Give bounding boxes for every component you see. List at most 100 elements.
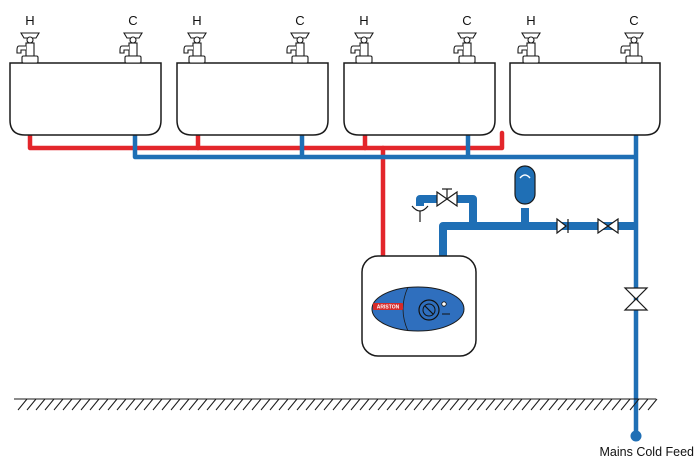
ground-hatch-line xyxy=(251,398,262,411)
basin-2 xyxy=(176,62,329,136)
tap-hot-2-icon xyxy=(183,32,207,64)
ground-hatch-line xyxy=(44,398,55,411)
ground-hatch-line xyxy=(521,398,532,411)
ground-hatch-line xyxy=(476,398,487,411)
ground-hatch-line xyxy=(440,398,451,411)
ground-hatch-line xyxy=(161,398,172,411)
mains-feed-point xyxy=(630,430,642,442)
ground-hatch-line xyxy=(377,398,388,411)
tap-label-cold-3: C xyxy=(462,13,471,28)
isolation-valve-icon xyxy=(597,217,619,235)
tap-label-hot-4: H xyxy=(526,13,535,28)
ground-hatch-line xyxy=(179,398,190,411)
ground-hatch-line xyxy=(314,398,325,411)
heater-brand-logo: ARISTON xyxy=(373,303,403,311)
ground-hatch-line xyxy=(341,398,352,411)
tundish-icon xyxy=(411,205,429,222)
ground-hatch-line xyxy=(647,398,658,411)
ground-hatch-line xyxy=(170,398,181,411)
tap-cold-1-icon xyxy=(119,32,143,64)
ground-hatch-line xyxy=(494,398,505,411)
ground-hatch-line xyxy=(89,398,100,411)
ground-hatch-line xyxy=(413,398,424,411)
ground-hatch-line xyxy=(422,398,433,411)
ground-hatch-line xyxy=(224,398,235,411)
ground-hatch-line xyxy=(197,398,208,411)
ground-hatch-line xyxy=(242,398,253,411)
ground-hatch-line xyxy=(26,398,37,411)
tap-cold-3-icon xyxy=(453,32,477,64)
ground-hatch-line xyxy=(638,398,649,411)
ground-hatch-line xyxy=(350,398,361,411)
pressure-relief-valve-icon xyxy=(436,188,458,208)
ground-hatch-line xyxy=(233,398,244,411)
ground-hatch-line xyxy=(431,398,442,411)
basin-4 xyxy=(509,62,661,136)
tap-hot-3-icon xyxy=(350,32,374,64)
non-return-valve-icon xyxy=(556,217,569,235)
tap-hot-4-icon xyxy=(517,32,541,64)
tap-hot-1-icon xyxy=(16,32,40,64)
ground-hatch-line xyxy=(53,398,64,411)
temperature-dial-icon xyxy=(418,299,440,321)
ground-hatch-line xyxy=(107,398,118,411)
ground-hatch-line xyxy=(71,398,82,411)
ground-hatch-line xyxy=(359,398,370,411)
ground-hatch-line xyxy=(287,398,298,411)
ground-hatch-line xyxy=(548,398,559,411)
ground-hatch-line xyxy=(467,398,478,411)
tap-label-cold-2: C xyxy=(295,13,304,28)
ground-hatch-line xyxy=(80,398,91,411)
basin-3 xyxy=(343,62,496,136)
ground-hatch-line xyxy=(125,398,136,411)
indicator-lamp-icon xyxy=(441,301,450,315)
ground-hatch-line xyxy=(206,398,217,411)
ground-hatch-line xyxy=(368,398,379,411)
heater-cold-inlet-pipe xyxy=(416,195,636,256)
ground-hatch-line xyxy=(449,398,460,411)
stop-valve-icon xyxy=(623,287,649,311)
tap-cold-2-icon xyxy=(286,32,310,64)
ground-hatch-line xyxy=(620,398,631,411)
ground-hatch-line xyxy=(17,398,28,411)
ground-hatch-line xyxy=(305,398,316,411)
water-heater: ARISTON xyxy=(361,255,477,357)
ground-hatch-line xyxy=(332,398,343,411)
ground-hatch-line xyxy=(278,398,289,411)
tap-cold-4-icon xyxy=(620,32,644,64)
ground-hatch-line xyxy=(152,398,163,411)
ground-hatch-line xyxy=(215,398,226,411)
ground-hatch-line xyxy=(269,398,280,411)
ground-hatch-line xyxy=(602,398,613,411)
ground-hatch-line xyxy=(134,398,145,411)
basin-1 xyxy=(9,62,162,136)
expansion-vessel xyxy=(514,165,536,205)
ground-hatch-line xyxy=(629,398,640,411)
ground-hatch-line xyxy=(530,398,541,411)
ground-hatch-line xyxy=(386,398,397,411)
heater-control-panel: ARISTON xyxy=(371,286,465,332)
taps-group xyxy=(16,32,644,64)
svg-text:ARISTON: ARISTON xyxy=(377,305,400,311)
ground-hatch-line xyxy=(539,398,550,411)
mains-cold-feed-caption: Mains Cold Feed xyxy=(600,445,695,459)
ground-hatch-line xyxy=(296,398,307,411)
ground-hatch-line xyxy=(503,398,514,411)
ground-hatch-line xyxy=(116,398,127,411)
tap-label-hot-3: H xyxy=(359,13,368,28)
ground-hatch-line xyxy=(458,398,469,411)
ground-hatch-line xyxy=(566,398,577,411)
ground-hatch-line xyxy=(35,398,46,411)
ground-hatch-line xyxy=(143,398,154,411)
ground-hatch-line xyxy=(260,398,271,411)
ground-hatch-line xyxy=(593,398,604,411)
ground-hatch-line xyxy=(557,398,568,411)
ground-hatch-line xyxy=(188,398,199,411)
ground-hatch-line xyxy=(98,398,109,411)
ground-hatch-line xyxy=(395,398,406,411)
tap-label-hot-2: H xyxy=(192,13,201,28)
ground-hatch-line xyxy=(512,398,523,411)
ground-hatch-line xyxy=(575,398,586,411)
ground-hatch-line xyxy=(62,398,73,411)
